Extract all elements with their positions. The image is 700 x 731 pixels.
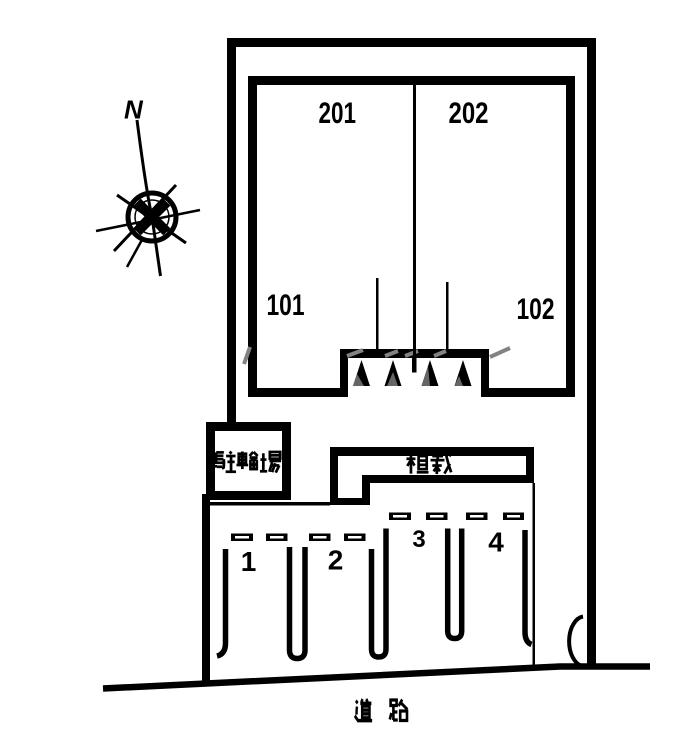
svg-text:2: 2 <box>328 545 344 576</box>
svg-text:4: 4 <box>488 527 504 558</box>
svg-text:N: N <box>124 95 144 125</box>
svg-text:101: 101 <box>267 289 305 322</box>
svg-text:3: 3 <box>412 526 425 553</box>
svg-text:201: 201 <box>319 97 357 130</box>
svg-text:1: 1 <box>241 546 257 577</box>
svg-text:202: 202 <box>449 97 489 130</box>
svg-text:102: 102 <box>517 293 555 326</box>
